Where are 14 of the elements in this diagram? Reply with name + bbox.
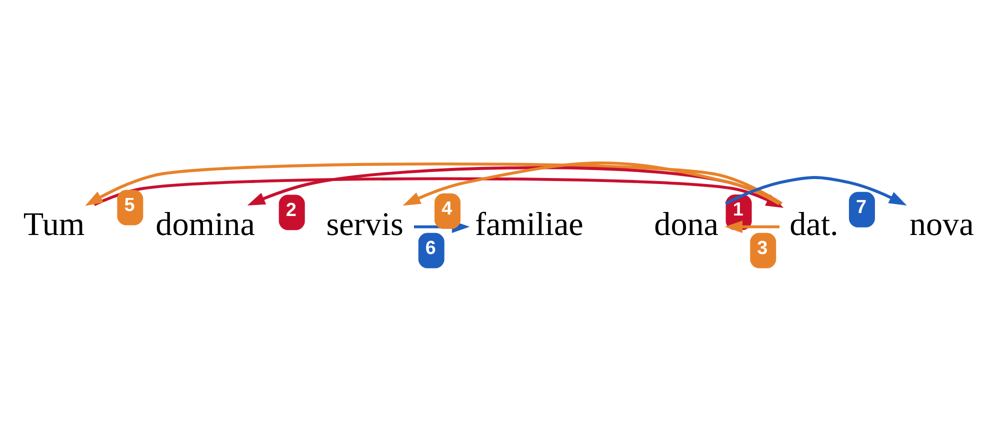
node-text: nova bbox=[909, 206, 974, 243]
edge-label: 2 bbox=[286, 200, 296, 221]
edge-label: 6 bbox=[425, 238, 436, 259]
edge-label: 1 bbox=[732, 200, 744, 221]
edge-label: 7 bbox=[856, 196, 867, 218]
edge-label: 3 bbox=[757, 238, 768, 259]
node-text: familiae bbox=[474, 206, 584, 243]
node-text: dona bbox=[654, 206, 718, 243]
node-text: servis bbox=[326, 206, 404, 243]
node-text: domina bbox=[156, 206, 255, 243]
edge-label: 4 bbox=[442, 198, 452, 220]
node-text: dat. bbox=[790, 206, 838, 243]
edge-label: 5 bbox=[124, 194, 135, 216]
node-text: Tum bbox=[23, 206, 85, 243]
